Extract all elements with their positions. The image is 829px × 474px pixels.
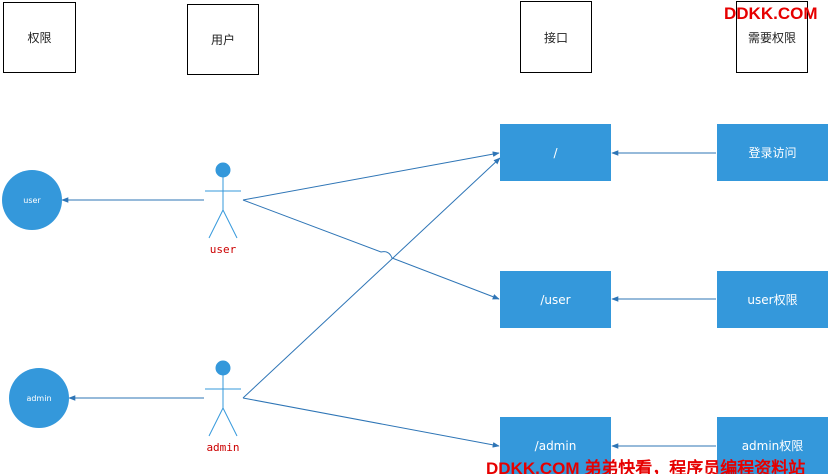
edge-admin-to-root bbox=[242, 157, 501, 399]
watermark-bottom: DDKK.COM 弟弟快看，程序员编程资料站 bbox=[486, 459, 806, 474]
header-required-permission: 需要权限 bbox=[736, 1, 808, 73]
edge-user-to-root bbox=[242, 151, 500, 201]
endpoint-root: / bbox=[500, 124, 611, 181]
user-actor-figure bbox=[205, 162, 241, 239]
requirement-user: user权限 bbox=[717, 271, 828, 328]
edge-user-to-user-endpoint bbox=[242, 199, 500, 300]
header-user: 用户 bbox=[187, 4, 259, 75]
admin-actor-figure bbox=[205, 360, 241, 437]
edge-admin-to-admin-endpoint bbox=[242, 397, 500, 448]
actor-label-admin: admin bbox=[206, 441, 240, 454]
endpoint-user: /user bbox=[500, 271, 611, 328]
header-endpoint: 接口 bbox=[520, 1, 592, 73]
role-circle-admin: admin bbox=[9, 368, 69, 428]
requirement-login: 登录访问 bbox=[717, 124, 828, 181]
role-circle-user: user bbox=[2, 170, 62, 230]
user-actor-head bbox=[215, 162, 231, 178]
requirement-admin: admin权限 bbox=[717, 417, 828, 474]
actor-label-user: user bbox=[209, 243, 237, 256]
watermark-top: DDKK.COM bbox=[724, 4, 818, 23]
header-permission: 权限 bbox=[3, 2, 76, 73]
endpoint-admin: /admin bbox=[500, 417, 611, 474]
admin-actor-head bbox=[215, 360, 231, 376]
